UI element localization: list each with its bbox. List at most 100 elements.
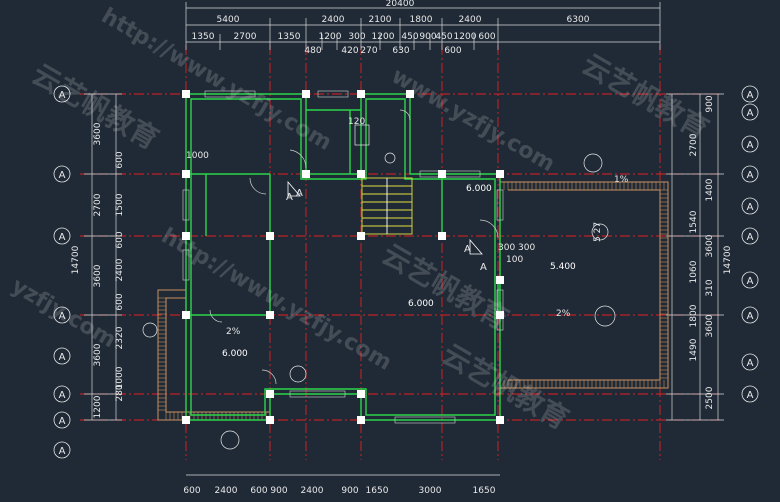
column	[496, 416, 504, 424]
column	[302, 90, 310, 98]
grid-bubble-label: A	[747, 311, 754, 322]
grid-bubble-label: A	[747, 358, 754, 369]
left-dim-outer: 3600	[93, 264, 103, 287]
dim-300-a: 300	[498, 243, 515, 253]
left-dim-inner: 2400	[115, 258, 125, 281]
bottom-dim: 2400	[301, 486, 324, 496]
left-dim-outer: 2700	[93, 193, 103, 216]
bottom-dim: 900	[341, 486, 358, 496]
top-dim-row2: 2700	[234, 32, 257, 42]
grid-bubble-label: A	[747, 108, 754, 119]
drain-f	[142, 322, 158, 338]
dimension-lines	[84, 2, 724, 476]
top-dim-row3: 600	[444, 46, 461, 56]
left-dim-inner: 1500	[115, 193, 125, 216]
column	[182, 170, 190, 178]
top-dim-row2: 1200	[319, 32, 342, 42]
top-dim-row3: 270	[360, 46, 377, 56]
column	[302, 170, 310, 178]
column	[266, 416, 274, 424]
grid-bubble-right	[741, 135, 759, 153]
top-dim-row2: 900	[419, 32, 436, 42]
top-dim-row1: 1800	[410, 15, 433, 25]
right-roof-inner	[508, 189, 661, 381]
grid-bubble-left	[53, 165, 71, 183]
windows	[182, 90, 504, 424]
watermark-7: yzfjy.com	[7, 274, 120, 354]
column	[357, 170, 365, 178]
column	[496, 170, 504, 178]
column	[406, 90, 414, 98]
drain-d	[289, 365, 307, 383]
grid-bubble-right	[741, 227, 759, 245]
right-dim: 2700	[689, 133, 699, 156]
right-dim: 1060	[689, 260, 699, 283]
bottom-dim: 2400	[215, 486, 238, 496]
grid-bubble-label: A	[747, 170, 754, 181]
column	[357, 90, 365, 98]
left-roof-outline	[157, 289, 270, 421]
top-dim-row3: 480	[304, 46, 321, 56]
stair	[361, 177, 413, 235]
left-dim-outer: 3600	[93, 343, 103, 366]
grid-bubble-label: A	[59, 170, 66, 181]
top-dim-row3: 630	[392, 46, 409, 56]
watermark-5: http://www.yzfjy.com	[157, 224, 396, 376]
width-1000-label: 1000	[186, 151, 209, 161]
bottom-dim: 900	[270, 486, 287, 496]
grid-bubble-label: A	[59, 311, 66, 322]
right-dim: 900	[705, 95, 715, 112]
stair-width-label: 120	[348, 117, 365, 127]
left-dimensions: 3600270036003600120060015006002400600232…	[71, 122, 125, 418]
grid-bubble-left	[53, 441, 71, 459]
top-dim-row2: 1350	[192, 32, 215, 42]
column	[266, 232, 274, 240]
section-mark-d: A	[296, 188, 303, 199]
basin	[384, 152, 396, 164]
grid-bubble-right	[741, 197, 759, 215]
top-dim-row2: 1350	[278, 32, 301, 42]
drain-a	[583, 153, 603, 173]
watermark-4: 云艺帆教育	[577, 47, 715, 146]
grid-bubble-left	[53, 385, 71, 403]
left-dim-inner: 600	[115, 293, 125, 310]
column	[438, 170, 446, 178]
top-dim-row1: 2100	[369, 15, 392, 25]
column	[438, 232, 446, 240]
grid-bubble-right	[741, 103, 759, 121]
section-mark-c: A	[480, 262, 487, 273]
right-dim-total: 14700	[723, 245, 733, 274]
column	[182, 311, 190, 319]
top-dim-row2: 450	[401, 32, 418, 42]
bottom-dim: 1650	[473, 486, 496, 496]
column	[496, 276, 504, 284]
top-dim-row2: 1200	[372, 32, 395, 42]
left-dim-outer: 3600	[93, 122, 103, 145]
grid-bubble-left	[53, 411, 71, 429]
right-dim: 2500	[705, 386, 715, 409]
left-dim-inner: 1000	[115, 366, 125, 389]
grid-bubble-right	[741, 85, 759, 103]
bottom-dim: 600	[250, 486, 267, 496]
column	[266, 390, 274, 398]
column	[182, 416, 190, 424]
drain-e	[220, 430, 240, 450]
left-dim-inner: 600	[115, 151, 125, 168]
grid-bubble-right	[741, 271, 759, 289]
grid-bubble-left	[53, 85, 71, 103]
grid-bubble-label: A	[747, 140, 754, 151]
annotations: 120 1000 6.000 6.000 6.000 5.400 2% 2% 1…	[186, 117, 629, 359]
column	[182, 232, 190, 240]
grid-bubble-label: A	[747, 390, 754, 401]
grid-bubble-label: A	[747, 232, 754, 243]
overall-width: 20400	[386, 0, 415, 9]
top-dim-row2: 600	[478, 32, 495, 42]
left-dim-total: 14700	[71, 245, 81, 274]
dim-100: 100	[506, 255, 523, 265]
column	[266, 311, 274, 319]
